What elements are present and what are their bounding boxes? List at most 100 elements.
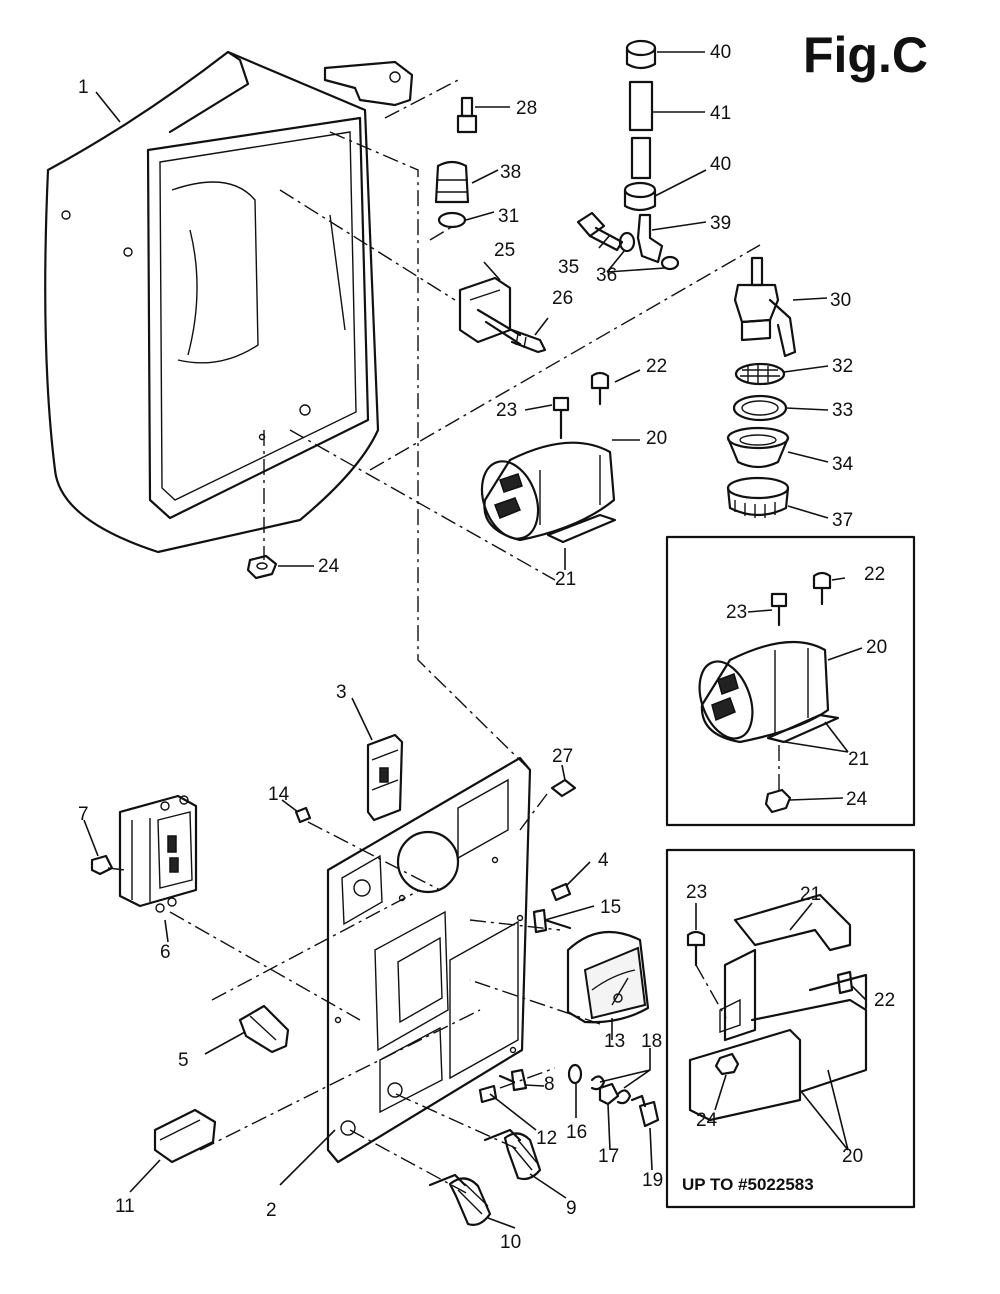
callout-3: 3 bbox=[336, 682, 347, 703]
washer-16 bbox=[567, 1063, 583, 1085]
sediment-bowl-34 bbox=[726, 426, 790, 469]
callout-1: 1 bbox=[78, 77, 89, 98]
screw-23 bbox=[552, 396, 570, 440]
bracket-21 bbox=[546, 513, 617, 544]
inset-a-callout-21: 21 bbox=[848, 749, 869, 770]
callout-19: 19 bbox=[642, 1170, 663, 1191]
callout-21: 21 bbox=[555, 569, 576, 590]
callout-40-bottom: 40 bbox=[710, 154, 731, 175]
inset-capacitor-mount bbox=[665, 535, 916, 827]
washer-18a bbox=[590, 1075, 606, 1091]
breaker-11 bbox=[153, 1108, 217, 1164]
fuel-cock-30 bbox=[733, 256, 797, 358]
callout-15: 15 bbox=[600, 897, 621, 918]
washer-18b bbox=[616, 1089, 632, 1105]
terminal-9 bbox=[483, 1128, 542, 1181]
o-ring-31 bbox=[437, 211, 467, 229]
callout-5: 5 bbox=[178, 1050, 189, 1071]
callout-24: 24 bbox=[318, 556, 340, 577]
callout-14: 14 bbox=[268, 784, 290, 805]
inset-a-callout-20: 20 bbox=[866, 637, 887, 658]
capacitor-20 bbox=[480, 441, 616, 542]
control-panel-plate bbox=[326, 756, 532, 1164]
meter-13 bbox=[566, 930, 650, 1024]
inset-b-callout-21: 21 bbox=[800, 884, 821, 905]
nut-7 bbox=[90, 854, 114, 876]
callout-6: 6 bbox=[160, 942, 171, 963]
washer-36b bbox=[660, 255, 680, 271]
fitting-28 bbox=[456, 96, 478, 134]
strainer-32 bbox=[734, 362, 786, 386]
ring-nut-37 bbox=[726, 476, 790, 518]
callout-2: 2 bbox=[266, 1200, 277, 1221]
callout-26: 26 bbox=[552, 288, 573, 309]
callout-37: 37 bbox=[832, 510, 853, 531]
inset-a-callout-22: 22 bbox=[864, 564, 885, 585]
washer-36a bbox=[618, 231, 636, 253]
hose-clamp-bottom bbox=[623, 181, 657, 212]
callout-20: 20 bbox=[646, 428, 667, 449]
figure-title: Fig.C bbox=[803, 27, 928, 83]
callout-labels: 1 2 3 4 5 6 7 8 9 10 11 12 13 14 15 16 1… bbox=[78, 42, 895, 1253]
screw-4 bbox=[550, 882, 572, 902]
cap-38 bbox=[434, 160, 470, 204]
callout-22: 22 bbox=[646, 356, 667, 377]
nut-14 bbox=[294, 806, 312, 824]
inset-b-callout-22: 22 bbox=[874, 990, 895, 1011]
callout-4: 4 bbox=[598, 850, 609, 871]
callout-23: 23 bbox=[496, 400, 517, 421]
pilot-lamp-5 bbox=[238, 1004, 290, 1054]
inset-b-callout-20: 20 bbox=[842, 1146, 863, 1167]
callout-27: 27 bbox=[552, 746, 573, 767]
inset-b-callout-24: 24 bbox=[696, 1110, 718, 1131]
nut-24 bbox=[246, 554, 278, 580]
terminal-block bbox=[458, 276, 522, 346]
callout-13: 13 bbox=[604, 1031, 625, 1052]
callout-38: 38 bbox=[500, 162, 521, 183]
callout-25: 25 bbox=[494, 240, 515, 261]
switch-3 bbox=[366, 733, 404, 822]
callout-36: 36 bbox=[596, 265, 617, 286]
screw-8 bbox=[498, 1068, 528, 1092]
callout-34: 34 bbox=[832, 454, 854, 475]
callout-28: 28 bbox=[516, 98, 537, 119]
screw-27 bbox=[550, 778, 577, 798]
callout-8: 8 bbox=[544, 1074, 555, 1095]
callout-40-top: 40 bbox=[710, 42, 731, 63]
callout-32: 32 bbox=[832, 356, 853, 377]
bolt-35 bbox=[576, 211, 624, 252]
callout-17: 17 bbox=[598, 1146, 619, 1167]
receptacle-6 bbox=[118, 794, 198, 913]
callout-11: 11 bbox=[115, 1196, 135, 1217]
callout-41: 41 bbox=[710, 103, 731, 124]
terminal-10 bbox=[428, 1173, 492, 1226]
leader-lines bbox=[83, 51, 867, 1229]
screw-26 bbox=[510, 328, 547, 354]
inset-a-callout-24: 24 bbox=[846, 789, 868, 810]
inset-note: UP TO #5022583 bbox=[682, 1175, 814, 1194]
screw-12 bbox=[478, 1084, 498, 1104]
callout-12: 12 bbox=[536, 1128, 557, 1149]
screw-15 bbox=[532, 908, 572, 934]
wing-nut-19 bbox=[630, 1094, 660, 1128]
callout-31: 31 bbox=[498, 206, 519, 227]
inset-a-callout-23: 23 bbox=[726, 602, 747, 623]
assembly-lines bbox=[107, 77, 761, 1196]
callout-7: 7 bbox=[78, 804, 89, 825]
callout-33: 33 bbox=[832, 400, 853, 421]
elbow-fitting-39 bbox=[636, 213, 664, 264]
inset-old-model-mount bbox=[665, 848, 916, 1209]
callout-18: 18 bbox=[641, 1031, 662, 1052]
hose-clamp-top bbox=[625, 39, 657, 70]
callout-10: 10 bbox=[500, 1232, 521, 1253]
callout-30: 30 bbox=[830, 290, 851, 311]
inset-b-callout-23: 23 bbox=[686, 882, 707, 903]
callout-9: 9 bbox=[566, 1198, 577, 1219]
hose-41 bbox=[628, 80, 654, 180]
screw-22 bbox=[590, 371, 610, 406]
nut-17 bbox=[598, 1082, 620, 1106]
callout-16: 16 bbox=[566, 1122, 587, 1143]
control-box-housing bbox=[44, 50, 414, 554]
